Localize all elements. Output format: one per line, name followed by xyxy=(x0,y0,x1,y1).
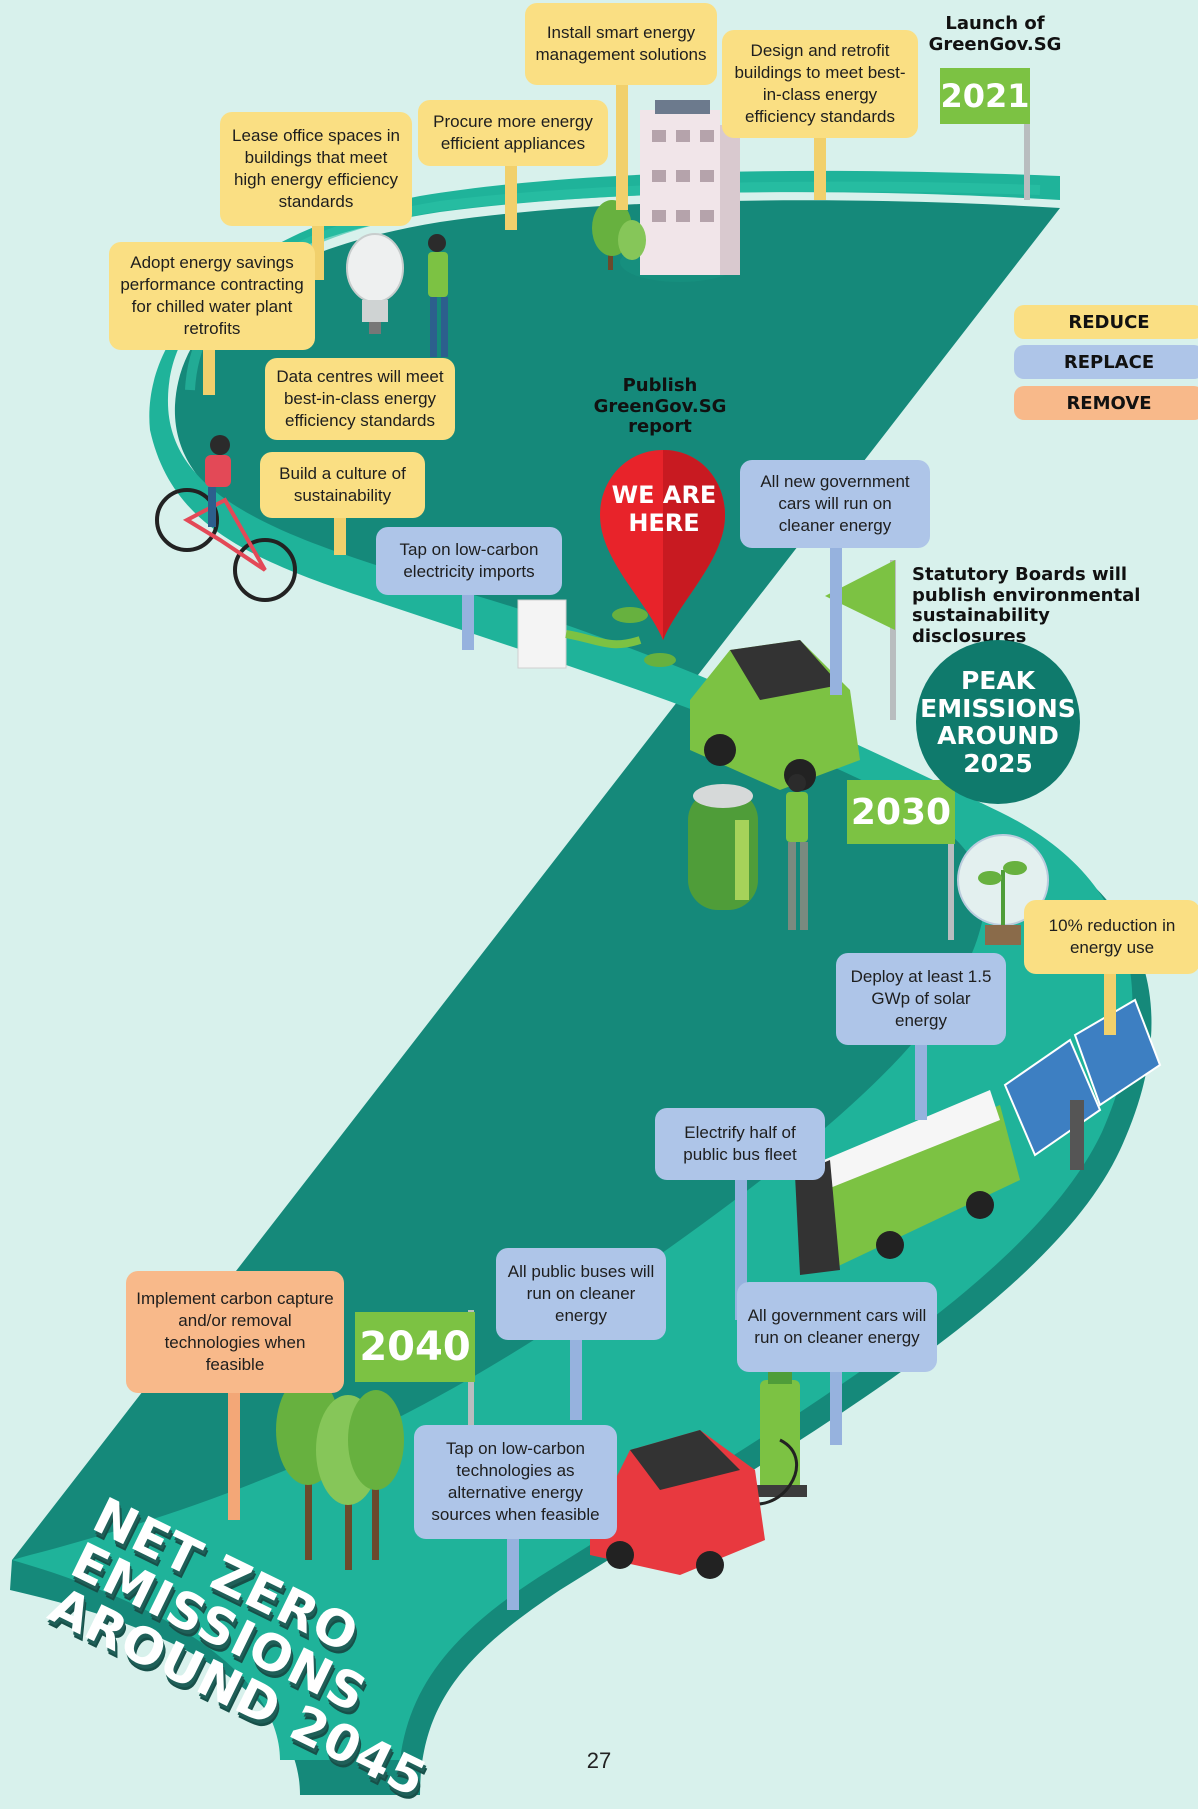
cfl-bulb-illustration xyxy=(346,233,404,334)
we-are-here-label: WE ARE HERE xyxy=(605,481,723,537)
red-car-illustration xyxy=(590,1430,765,1579)
sign-smart-energy: Install smart energy management solution… xyxy=(525,3,717,85)
building-illustration xyxy=(620,100,740,282)
milestone-publish-report: Publish GreenGov.SG report xyxy=(593,375,727,438)
post-carbon-capture xyxy=(228,1390,240,1520)
legend-remove: REMOVE xyxy=(1014,386,1198,420)
solar-panels-illustration xyxy=(1003,998,1162,1170)
page-number: 27 xyxy=(586,1748,612,1773)
green-car-illustration xyxy=(690,640,860,791)
sign-alt-energy: Tap on low-carbon technologies as altern… xyxy=(414,1425,617,1539)
sign-buses-all: All public buses will run on cleaner ene… xyxy=(496,1248,666,1340)
post-retrofit xyxy=(814,130,826,200)
sign-solar: Deploy at least 1.5 GWp of solar energy xyxy=(836,953,1006,1045)
post-lease xyxy=(312,220,324,280)
post-culture xyxy=(334,510,346,555)
post-chilled-water xyxy=(203,340,215,395)
milestone-statutory: Statutory Boards will publish environmen… xyxy=(912,564,1141,648)
post-smart-energy xyxy=(616,80,628,210)
post-gov-cars xyxy=(830,1370,842,1445)
statutory-flag-icon xyxy=(825,560,895,630)
cyclist-illustration xyxy=(155,435,297,602)
flag-pole-statutory xyxy=(890,560,896,720)
post-new-cars xyxy=(830,545,842,695)
sign-lease: Lease office spaces in buildings that me… xyxy=(220,112,412,226)
location-pin-illustration xyxy=(600,450,725,640)
sign-reduction: 10% reduction in energy use xyxy=(1024,900,1198,974)
we-are-here-line-2: HERE xyxy=(628,508,700,537)
electric-bus-illustration xyxy=(795,1090,1020,1275)
sign-carbon-capture: Implement carbon capture and/or removal … xyxy=(126,1271,344,1393)
sign-procure: Procure more energy efficient appliances xyxy=(418,100,608,166)
socket-plug-illustration xyxy=(517,599,676,669)
sign-buses-half: Electrify half of public bus fleet xyxy=(655,1108,825,1180)
sign-chilled-water: Adopt energy savings performance contrac… xyxy=(109,242,315,350)
flag-2030: 2030 xyxy=(847,780,955,844)
post-reduction xyxy=(1104,970,1116,1035)
battery-illustration xyxy=(688,784,758,910)
flag-pole-2030 xyxy=(948,780,954,940)
post-solar xyxy=(915,1040,927,1120)
plant-bulb-illustration xyxy=(957,834,1049,945)
we-are-here-line-1: WE ARE xyxy=(611,481,717,509)
sign-new-cars: All new government cars will run on clea… xyxy=(740,460,930,548)
post-low-carbon-imports xyxy=(462,590,474,650)
legend-reduce: REDUCE xyxy=(1014,305,1198,339)
person-illustration xyxy=(428,234,448,357)
flag-2021: 2021 xyxy=(940,68,1030,124)
sign-retrofit: Design and retrofit buildings to meet be… xyxy=(722,30,918,138)
post-alt-energy xyxy=(507,1535,519,1610)
flag-2040: 2040 xyxy=(355,1312,475,1382)
flag-pole-2021 xyxy=(1024,70,1030,200)
post-procure xyxy=(505,160,517,230)
sign-culture: Build a culture of sustainability xyxy=(260,452,425,518)
post-buses-all xyxy=(570,1340,582,1420)
sign-data-centres: Data centres will meet best-in-class ene… xyxy=(265,358,455,440)
milestone-launch: Launch of GreenGov.SG xyxy=(928,13,1062,55)
tree-small-illustration xyxy=(592,200,646,270)
legend-replace: REPLACE xyxy=(1014,345,1198,379)
sign-low-carbon-imports: Tap on low-carbon electricity imports xyxy=(376,527,562,595)
sign-gov-cars: All government cars will run on cleaner … xyxy=(737,1282,937,1372)
peak-emissions-circle: PEAK EMISSIONS AROUND 2025 xyxy=(916,640,1080,804)
person-phone-illustration xyxy=(786,774,808,930)
trees-illustration xyxy=(276,1375,404,1570)
